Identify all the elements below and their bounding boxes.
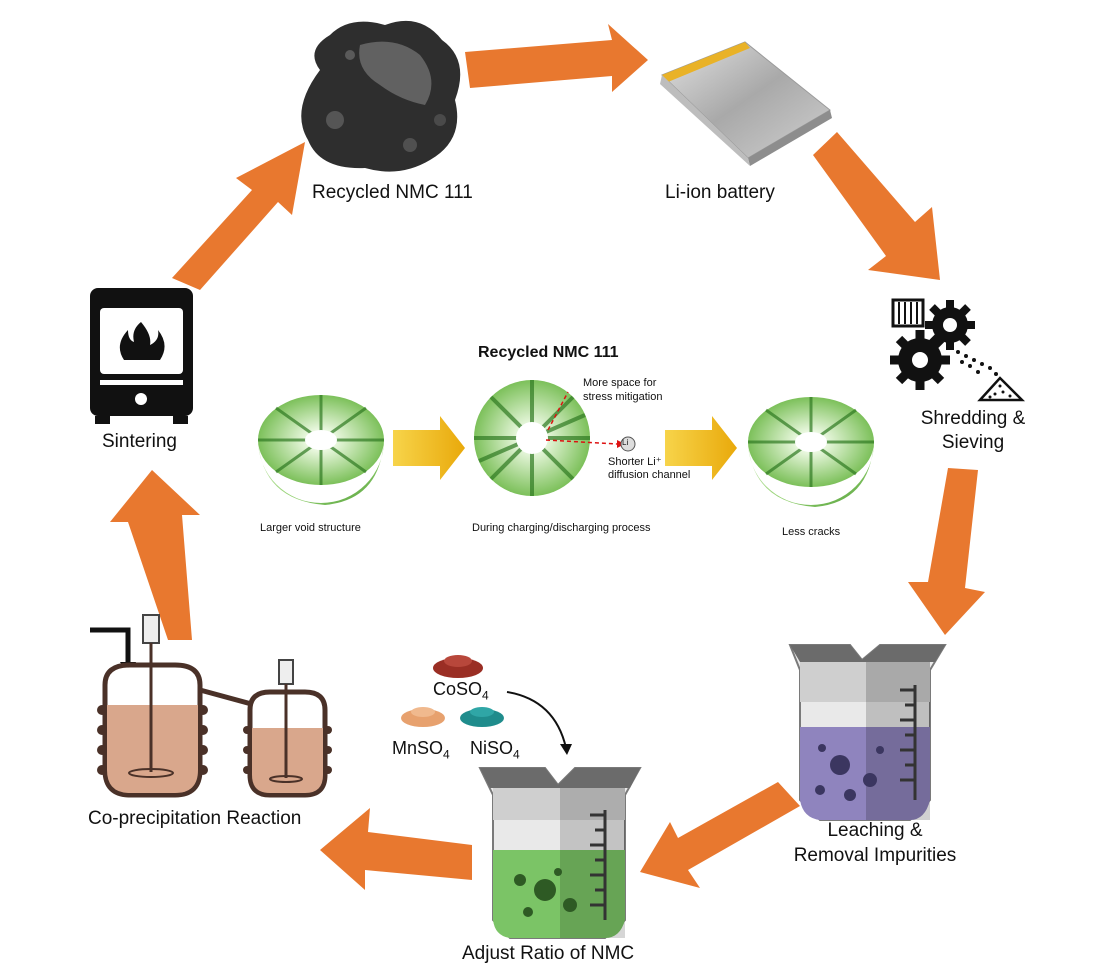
cycle-arrows	[110, 24, 985, 890]
stress-mitigation-label-line2: stress mitigation	[583, 391, 663, 403]
sphere-left	[258, 395, 384, 505]
diffusion-label-line1: Shorter Li⁺	[608, 456, 662, 468]
stress-mitigation-label-line1: More space for	[583, 377, 657, 389]
adjust-ratio-beaker	[478, 767, 642, 939]
leaching-label-line1: Leaching &	[827, 820, 923, 841]
during-process-label: During charging/discharging process	[472, 522, 651, 534]
yellow-arrow-1	[393, 416, 465, 480]
sintering-furnace-icon	[90, 288, 193, 424]
arrow-sintering-to-nmc	[172, 142, 305, 290]
sintering-label: Sintering	[102, 431, 177, 452]
coso4-label: CoSO4	[433, 679, 489, 703]
adjust-ratio-label: Adjust Ratio of NMC	[462, 943, 635, 964]
leaching-beaker	[788, 644, 947, 821]
less-cracks-label: Less cracks	[782, 526, 841, 538]
diffusion-label-line2: diffusion channel	[608, 469, 691, 481]
larger-void-label: Larger void structure	[260, 522, 361, 534]
center-panel-title: Recycled NMC 111	[478, 344, 619, 361]
mnso4-label: MnSO4	[392, 738, 450, 762]
yellow-arrow-2	[665, 416, 737, 480]
li-badge-label: Li	[622, 438, 629, 447]
arrow-leaching-to-adjust	[640, 782, 800, 888]
coprecipitation-label: Co-precipitation Reaction	[88, 808, 302, 829]
battery-image	[660, 41, 832, 166]
shredding-label-line2: Sieving	[941, 432, 1005, 453]
coprecipitation-reactors	[90, 614, 332, 798]
li-ion-badge	[620, 436, 636, 452]
shredding-label-line1: Shredding &	[920, 408, 1026, 429]
sphere-middle	[474, 380, 636, 496]
recycled-nmc-label: Recycled NMC 111	[312, 182, 473, 203]
precursor-curve-arrow	[506, 691, 567, 749]
shredding-gears-icon	[890, 298, 1026, 402]
sphere-right	[748, 397, 874, 507]
leaching-label-line2: Removal Impurities	[793, 845, 957, 866]
arrow-nmc-to-battery	[465, 24, 648, 92]
arrow-adjust-to-coprec	[320, 808, 472, 890]
arrow-shredding-to-leaching	[908, 468, 985, 635]
li-ion-battery-label: Li-ion battery	[665, 182, 775, 203]
nmc-powder-image	[301, 20, 461, 172]
precursor-powders	[401, 655, 572, 755]
sieve-particles	[956, 350, 998, 376]
arrow-battery-to-shredding	[813, 132, 940, 280]
niso4-label: NiSO4	[470, 738, 520, 762]
arrow-coprec-to-sintering	[110, 470, 200, 640]
